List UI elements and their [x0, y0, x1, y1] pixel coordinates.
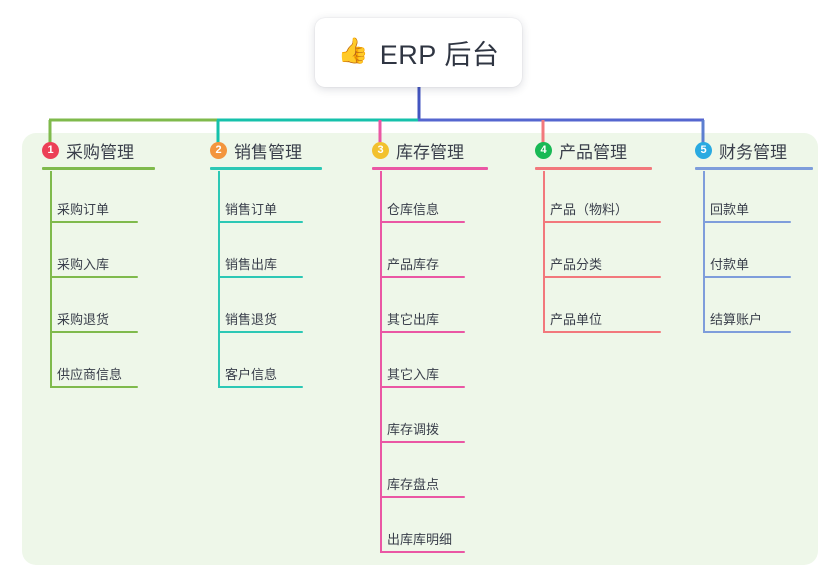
branch-header-3[interactable]: 3 库存管理: [362, 133, 464, 167]
leaf-rule: [380, 386, 465, 388]
leaf-rule: [543, 276, 661, 278]
leaf-label[interactable]: 付款单: [710, 257, 750, 272]
branch-badge-5: 5: [695, 141, 712, 159]
branch-spine-2: [218, 171, 220, 388]
root-node[interactable]: 👍 ERP 后台: [315, 18, 522, 87]
branch-header-rule-5: [695, 167, 813, 170]
branches-panel: [22, 133, 818, 565]
leaf-label[interactable]: 库存盘点: [387, 477, 440, 492]
leaf-label[interactable]: 采购入库: [57, 257, 110, 272]
branch-spine-3: [380, 171, 382, 553]
branch-badge-2: 2: [210, 141, 227, 159]
leaf-label[interactable]: 其它出库: [387, 312, 440, 327]
branch-badge-4: 4: [535, 141, 552, 159]
leaf-rule: [50, 221, 138, 223]
leaf-label[interactable]: 销售订单: [225, 202, 278, 217]
leaf-label[interactable]: 产品（物料）: [550, 202, 629, 217]
leaf-label[interactable]: 回款单: [710, 202, 750, 217]
leaf-rule: [218, 276, 303, 278]
leaf-label[interactable]: 销售退货: [225, 312, 278, 327]
branch-header-rule-4: [535, 167, 652, 170]
branch-column-3: 3 库存管理仓库信息产品库存其它出库其它入库库存调拨库存盘点出库库明细: [362, 133, 488, 553]
leaf-rule: [50, 331, 138, 333]
leaf-rule: [380, 331, 465, 333]
leaf-rule: [703, 331, 791, 333]
root-node-content: 👍 ERP 后台: [338, 33, 500, 72]
leaf-label[interactable]: 产品单位: [550, 312, 603, 327]
leaf-rule: [380, 551, 465, 553]
leaf-rule: [50, 386, 138, 388]
branch-header-5[interactable]: 5 财务管理: [685, 133, 787, 167]
branch-badge-3: 3: [372, 141, 389, 159]
leaf-label[interactable]: 采购订单: [57, 202, 110, 217]
leaf-rule: [543, 221, 661, 223]
branch-column-2: 2 销售管理销售订单销售出库销售退货客户信息: [200, 133, 322, 388]
leaf-rule: [380, 441, 465, 443]
leaf-label[interactable]: 产品库存: [387, 257, 440, 272]
branch-column-5: 5 财务管理回款单付款单结算账户: [685, 133, 813, 333]
leaf-rule: [218, 221, 303, 223]
leaf-label[interactable]: 销售出库: [225, 257, 278, 272]
leaf-rule: [543, 331, 661, 333]
leaf-label[interactable]: 出库库明细: [387, 532, 453, 547]
leaf-rule: [380, 276, 465, 278]
leaf-label[interactable]: 客户信息: [225, 367, 278, 382]
leaf-label[interactable]: 产品分类: [550, 257, 603, 272]
leaf-label[interactable]: 采购退货: [57, 312, 110, 327]
leaf-rule: [703, 221, 791, 223]
branch-spine-4: [543, 171, 545, 333]
branch-header-rule-3: [372, 167, 488, 170]
leaf-rule: [218, 331, 303, 333]
leaf-rule: [380, 221, 465, 223]
branch-column-4: 4 产品管理产品（物料） 产品分类产品单位: [525, 133, 661, 333]
root-title: ERP 后台: [379, 40, 500, 70]
branch-header-1[interactable]: 1 采购管理: [32, 133, 134, 167]
branch-header-4[interactable]: 4 产品管理: [525, 133, 627, 167]
branch-spine-5: [703, 171, 705, 333]
branch-column-1: 1 采购管理采购订单采购入库采购退货供应商信息: [32, 133, 155, 388]
thumbs-up-icon: 👍: [337, 37, 369, 65]
branch-title-3: 库存管理: [396, 142, 464, 162]
branch-title-1: 采购管理: [66, 142, 134, 162]
branch-header-rule-1: [42, 167, 155, 170]
leaf-label[interactable]: 仓库信息: [387, 202, 440, 217]
branch-header-rule-2: [210, 167, 322, 170]
leaf-rule: [380, 496, 465, 498]
branch-header-2[interactable]: 2 销售管理: [200, 133, 302, 167]
branch-title-5: 财务管理: [719, 142, 787, 162]
leaf-label[interactable]: 结算账户: [710, 312, 763, 327]
branch-spine-1: [50, 171, 52, 388]
leaf-label[interactable]: 其它入库: [387, 367, 440, 382]
leaf-label[interactable]: 供应商信息: [57, 367, 123, 382]
branch-title-4: 产品管理: [559, 142, 627, 162]
leaf-rule: [218, 386, 303, 388]
leaf-label[interactable]: 库存调拨: [387, 422, 440, 437]
leaf-rule: [703, 276, 791, 278]
branch-title-2: 销售管理: [234, 142, 302, 162]
branch-columns: 1 采购管理采购订单采购入库采购退货供应商信息 2 销售管理销售订单销售出库销售退货客…: [0, 133, 839, 565]
branch-badge-1: 1: [42, 141, 59, 159]
leaf-rule: [50, 276, 138, 278]
